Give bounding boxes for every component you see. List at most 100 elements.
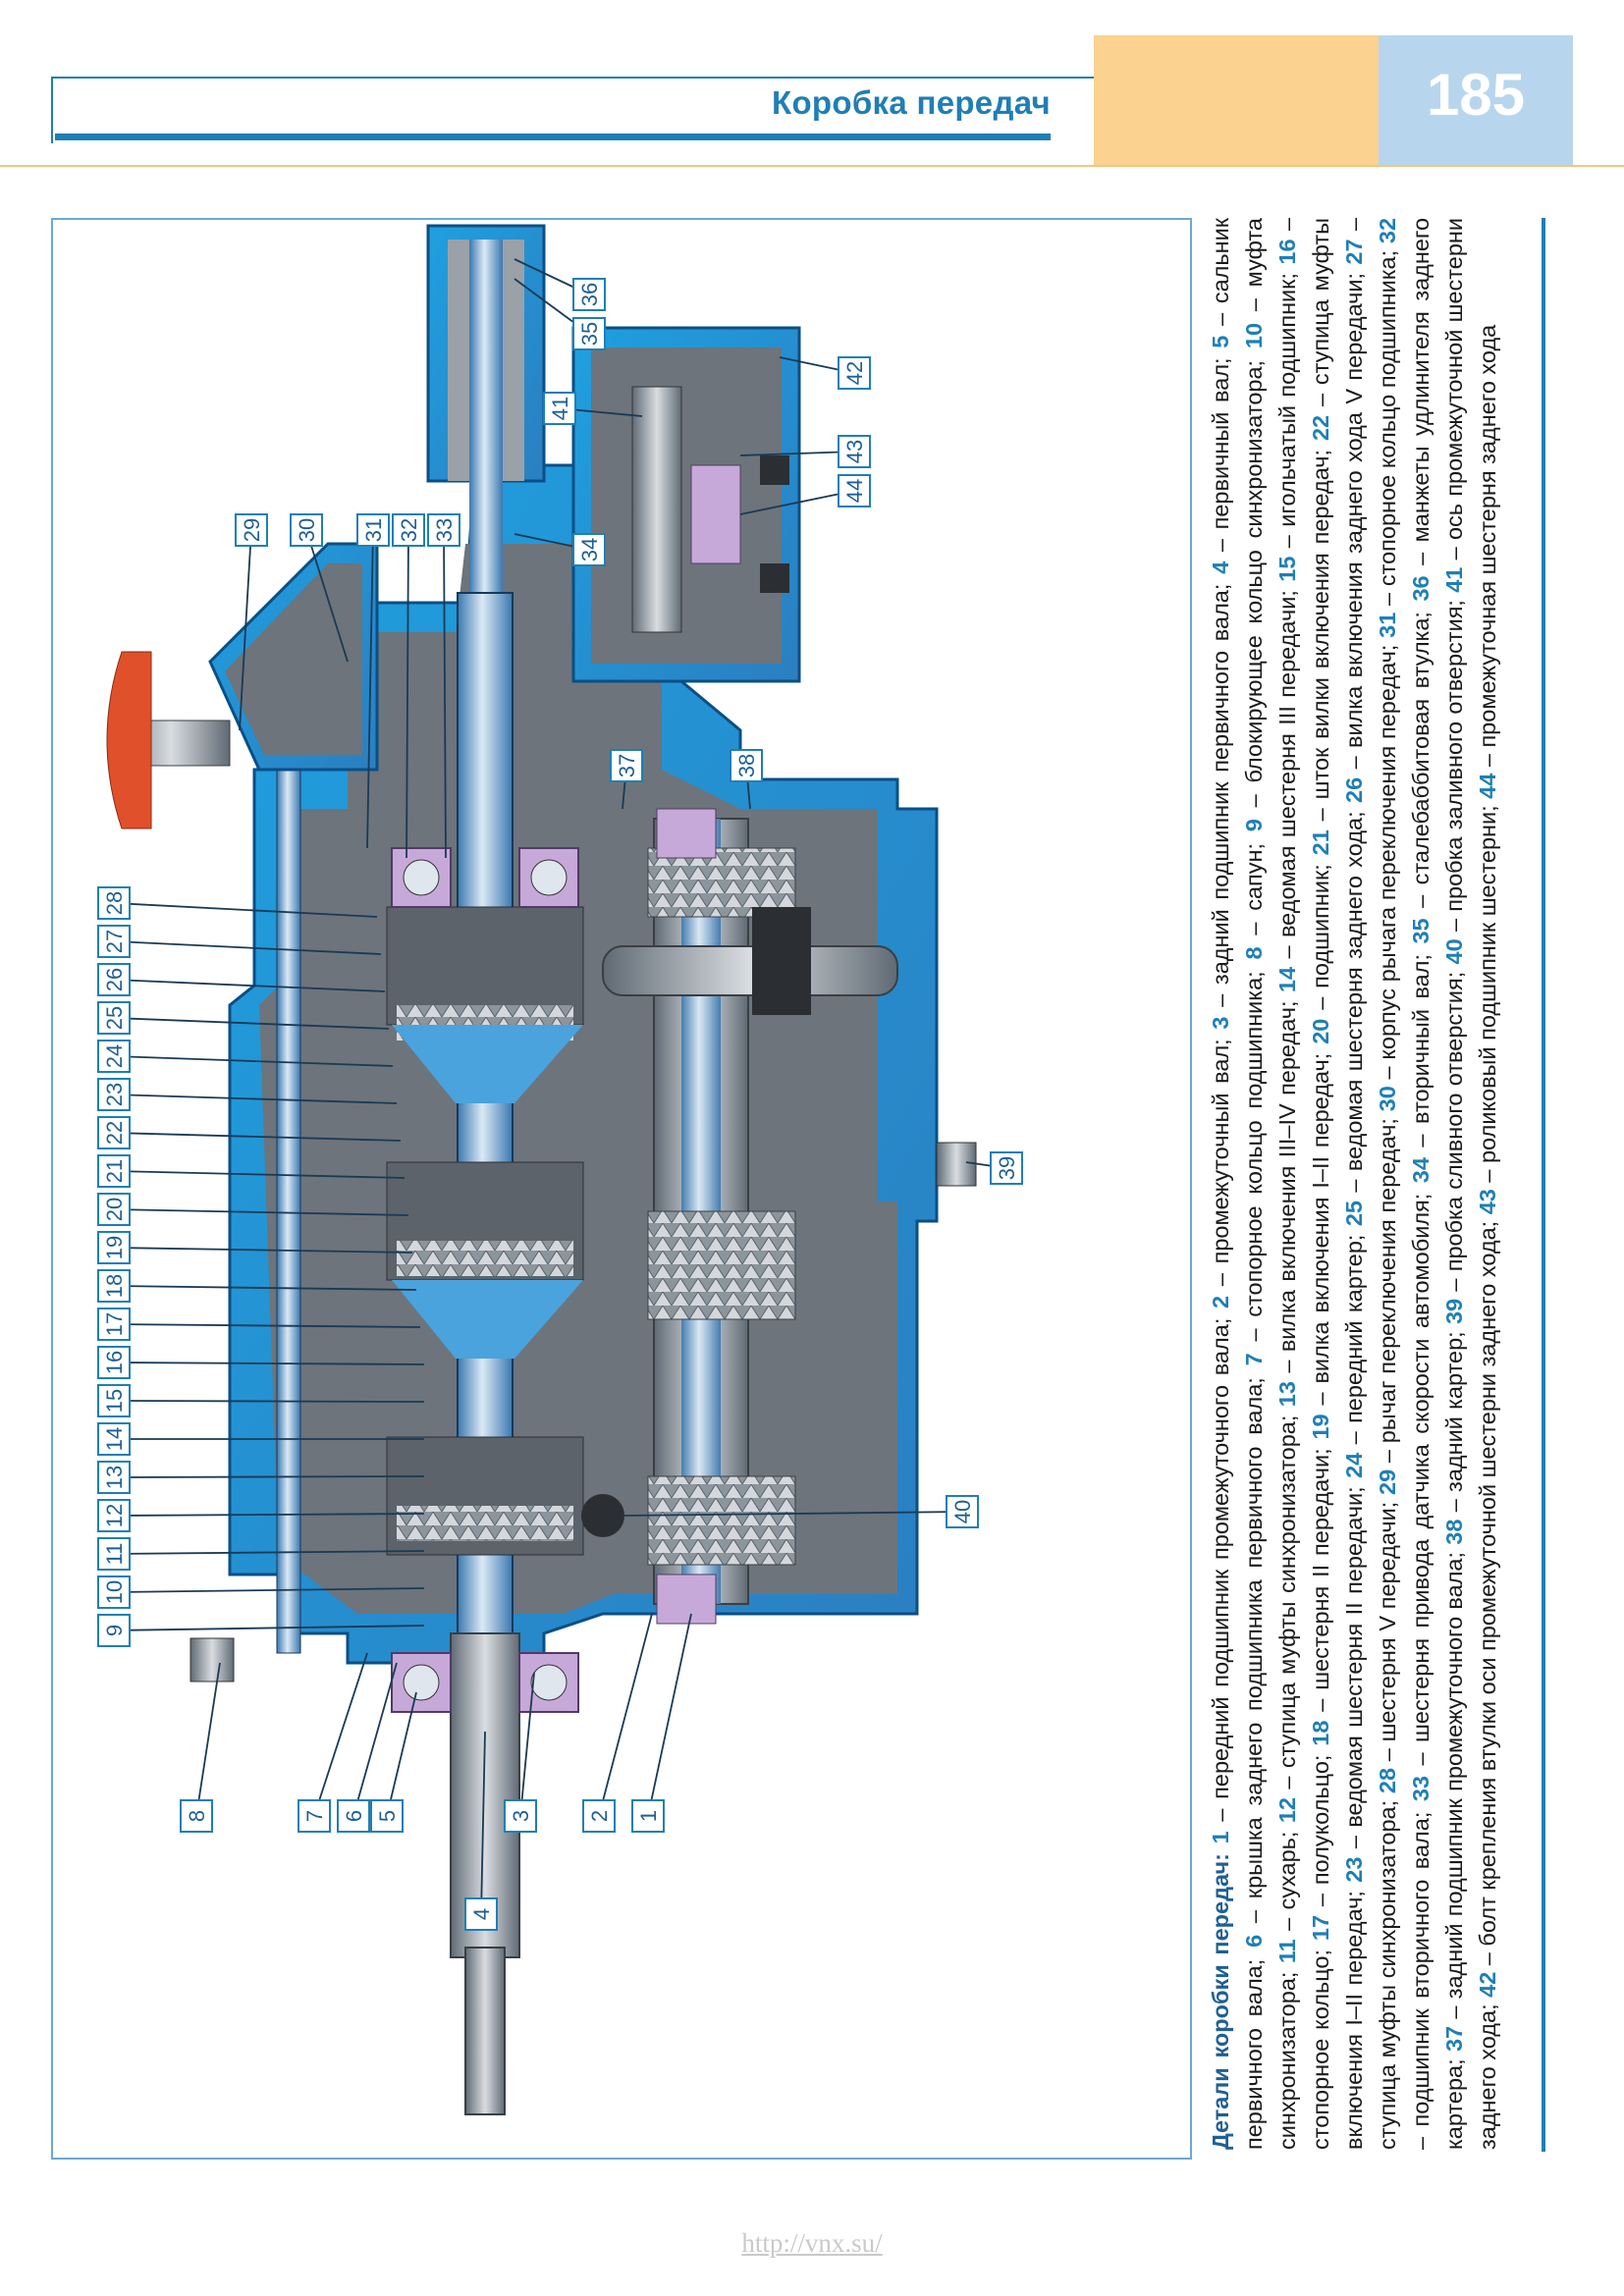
- callout-17: 17: [97, 1308, 421, 1341]
- callout-box: [572, 278, 606, 311]
- callout-leader: [113, 1400, 425, 1403]
- caption-item-3: 3 – задний подшипник первичного вала;: [1208, 584, 1233, 1040]
- caption-item-number: 30: [1375, 1086, 1400, 1119]
- caption-item-20: 20 – подшипник;: [1308, 864, 1333, 1052]
- caption-item-number: 14: [1274, 966, 1300, 1001]
- caption-item-26: 26 – вилка включения заднего хода V пере…: [1341, 273, 1367, 811]
- caption-item-number: 11: [1274, 1939, 1300, 1972]
- callout-leader: [113, 1323, 421, 1328]
- caption-item-number: 12: [1274, 1797, 1300, 1832]
- caption-item-text: – передний подшипник промежуточного вала…: [1208, 1317, 1233, 1832]
- callout-11: 11: [97, 1537, 425, 1571]
- callout-label: 29: [240, 518, 264, 542]
- callout-label: 16: [102, 1351, 127, 1374]
- caption-item-text: – сапун;: [1241, 842, 1267, 947]
- callout-24: 24: [97, 1040, 394, 1073]
- callout-box: [97, 1193, 131, 1226]
- caption-item-number: 25: [1341, 1201, 1367, 1235]
- callout-leader: [239, 529, 252, 731]
- caption-item-19: 19 – вилка включения I–II передач;: [1308, 1053, 1333, 1449]
- callout-13: 13: [97, 1461, 425, 1494]
- caption-item-number: 39: [1441, 1298, 1467, 1332]
- callout-leader: [305, 529, 349, 663]
- callout-41: 41: [543, 392, 643, 425]
- caption-item-number: 41: [1441, 566, 1467, 601]
- caption-item-number: 16: [1274, 239, 1300, 273]
- caption-item-text: – шестерня V передачи;: [1375, 1501, 1400, 1768]
- callout-label: 4: [469, 1908, 494, 1920]
- callout-leader: [739, 451, 855, 456]
- callout-31: 31: [356, 513, 390, 849]
- caption-item-number: 35: [1408, 918, 1434, 955]
- callout-leader: [443, 529, 447, 859]
- callout-label: 32: [397, 518, 421, 542]
- caption-item-number: 13: [1274, 1381, 1300, 1415]
- callout-label: 22: [102, 1121, 127, 1145]
- callout-6: 6: [337, 1662, 398, 1833]
- caption-column: Детали коробки передач: 1 – передний под…: [1204, 214, 1567, 2156]
- callout-label: 14: [102, 1427, 127, 1451]
- caption-item-31: 31 – стопорное кольцо подшипника;: [1375, 250, 1400, 645]
- caption-item-text: – шток вилки включения передач;: [1308, 449, 1333, 830]
- callout-leader: [386, 1691, 417, 1817]
- callout-box: [97, 1422, 131, 1456]
- caption-side-rule: [1542, 218, 1545, 2152]
- callout-box: [946, 1495, 979, 1528]
- page-title: Коробка передач: [772, 84, 1051, 121]
- callout-leader: [519, 1672, 535, 1817]
- callout-leader: [113, 1362, 425, 1365]
- caption-item-number: 22: [1308, 414, 1333, 450]
- callout-leader: [113, 1055, 394, 1067]
- callout-box: [97, 1269, 131, 1303]
- caption-item-text: – ведомая шестерня заднего хода;: [1341, 811, 1367, 1201]
- callout-leader: [598, 1613, 653, 1817]
- callout-label: 30: [295, 518, 319, 542]
- callout-33: 33: [427, 513, 460, 859]
- callout-29: 29: [235, 513, 268, 731]
- caption-item-text: – полукольцо;: [1308, 1754, 1333, 1915]
- callout-box: [582, 1799, 616, 1833]
- caption-items: 1 – передний подшипник промежуточного ва…: [1208, 218, 1500, 2150]
- callout-leader: [113, 902, 378, 918]
- callout-label: 31: [361, 518, 386, 542]
- caption-item-number: 42: [1475, 1971, 1500, 2004]
- caption-item-18: 18 – шестерня II передачи;: [1308, 1448, 1333, 1754]
- callout-30: 30: [290, 513, 349, 663]
- callout-label: 19: [102, 1236, 127, 1259]
- caption-item-text: – задний подшипник первичного вала;: [1208, 583, 1233, 1017]
- caption-item-text: – корпус рычага переключения передач;: [1375, 644, 1400, 1087]
- callout-box: [543, 392, 576, 425]
- caption-item-39: 39 – пробка сливного отверстия;: [1441, 972, 1467, 1332]
- callout-leader: [113, 1285, 417, 1291]
- caption-item-number: 34: [1408, 1157, 1434, 1194]
- caption-item-number: 18: [1308, 1720, 1333, 1755]
- caption-item-2: 2 – промежуточный вал;: [1208, 1039, 1233, 1317]
- caption-item-number: 44: [1475, 773, 1500, 806]
- caption-item-number: 33: [1408, 1775, 1434, 1812]
- shift-lever-assembly: [106, 542, 379, 829]
- caption-item-text: – подшипник;: [1308, 864, 1333, 1019]
- counter-gear-top: [647, 847, 796, 918]
- callout-box: [427, 513, 460, 547]
- callout-leader: [366, 529, 374, 849]
- caption-item-text: – задний подшипник промежуточного вала;: [1441, 1551, 1467, 2026]
- callout-leader: [113, 1247, 413, 1254]
- caption-item-9: 9 – блокирующее кольцо синхронизатора;: [1241, 360, 1267, 843]
- caption-item-number: 36: [1408, 575, 1434, 613]
- caption-item-text: – передний картер;: [1341, 1234, 1367, 1453]
- callout-label: 34: [577, 538, 602, 561]
- callout-3: 3: [504, 1672, 537, 1833]
- callout-4: 4: [464, 1731, 498, 1931]
- callout-box: [97, 886, 131, 920]
- callout-label: 33: [432, 518, 457, 542]
- header-rule-top: [51, 77, 1094, 79]
- caption-heading: Детали коробки передач:: [1208, 1853, 1233, 2150]
- callout-label: 40: [950, 1500, 975, 1523]
- callout-box: [298, 1799, 331, 1833]
- callout-leader: [113, 1550, 425, 1555]
- caption-item-text: – промежуточная шестерня заднего хода: [1475, 324, 1500, 774]
- callout-label: 24: [102, 1044, 127, 1068]
- footer-url-link[interactable]: http://vnx.su/: [741, 2228, 883, 2258]
- caption-item-text: – игольчатый подшипник;: [1274, 273, 1300, 557]
